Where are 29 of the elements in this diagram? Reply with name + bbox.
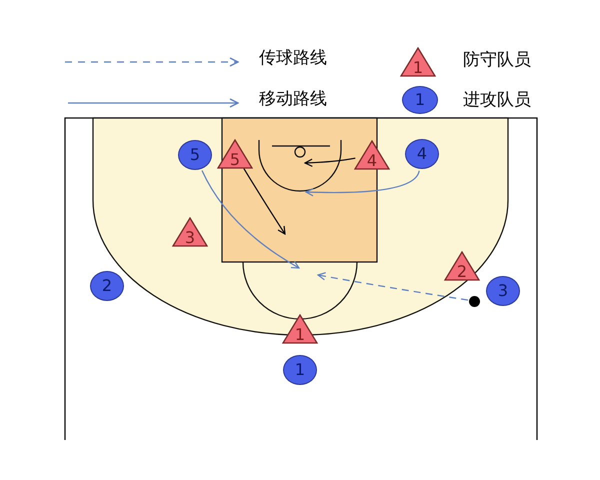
player-number: 1 <box>294 362 306 378</box>
legend-text: 传球路线 <box>259 50 327 67</box>
defender-marker <box>172 217 208 247</box>
player-number: 4 <box>366 153 378 169</box>
defender-marker <box>217 139 253 169</box>
player-number: 4 <box>416 146 428 162</box>
movement-arrow <box>201 170 300 269</box>
player-number: 2 <box>456 264 468 280</box>
movement-arrow <box>243 168 286 235</box>
legend-text: 防守队员 <box>463 52 531 69</box>
player-number: 3 <box>184 230 196 246</box>
legend-text: 移动路线 <box>259 91 327 108</box>
player-number: 5 <box>228 152 242 168</box>
player-number: 3 <box>498 283 508 299</box>
movement-arrow <box>304 158 356 167</box>
defender-marker <box>282 314 318 344</box>
player-number: 1 <box>414 92 426 108</box>
player-number: 2 <box>102 278 112 294</box>
player-number: 5 <box>190 147 200 163</box>
player-number: 1 <box>412 60 424 76</box>
attacker-marker <box>90 271 124 301</box>
movement-arrow <box>305 170 420 196</box>
legend-text: 进攻队员 <box>463 92 531 109</box>
defender-marker <box>444 251 480 281</box>
player-number: 1 <box>294 327 306 343</box>
pass-arrow <box>317 272 468 301</box>
attacker-marker <box>283 355 317 385</box>
defender-marker <box>354 140 390 170</box>
attacker-marker <box>486 276 520 306</box>
